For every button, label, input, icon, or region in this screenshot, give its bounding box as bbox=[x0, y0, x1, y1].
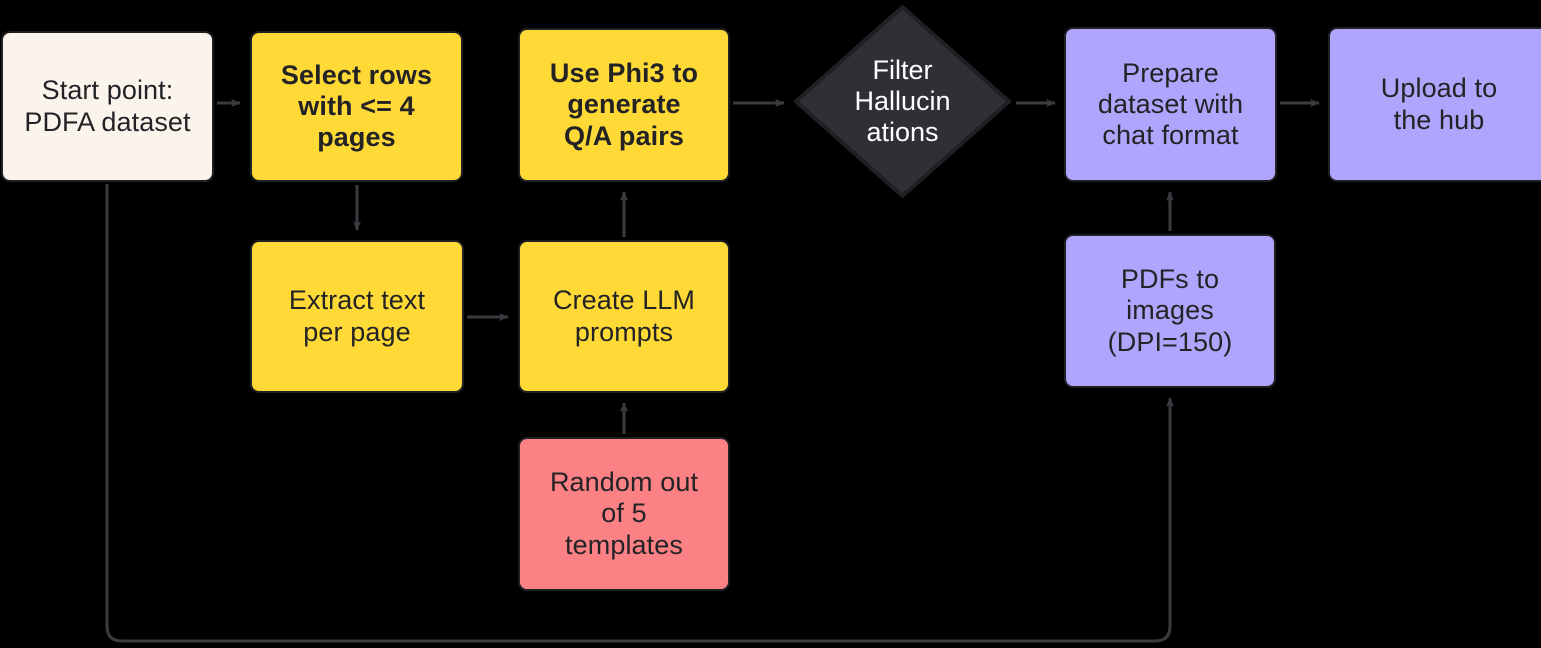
node-label: Start point: PDFA dataset bbox=[24, 75, 191, 137]
node-select-rows[interactable]: Select rows with <= 4 pages bbox=[250, 31, 463, 182]
node-create-llm-prompts[interactable]: Create LLM prompts bbox=[518, 240, 730, 393]
node-label: Prepare dataset with chat format bbox=[1097, 57, 1244, 151]
node-pdfs-to-images[interactable]: PDFs to images (DPI=150) bbox=[1064, 234, 1276, 388]
node-filter-hallucinations[interactable]: Filter Hallucin ations bbox=[792, 3, 1013, 200]
node-label: Select rows with <= 4 pages bbox=[280, 59, 433, 153]
node-start-point[interactable]: Start point: PDFA dataset bbox=[1, 31, 214, 182]
node-label: Create LLM prompts bbox=[552, 285, 696, 347]
node-label: Use Phi3 to generate Q/A pairs bbox=[549, 58, 699, 151]
node-extract-text[interactable]: Extract text per page bbox=[250, 240, 464, 393]
node-prepare-dataset[interactable]: Prepare dataset with chat format bbox=[1064, 27, 1277, 182]
node-upload-to-hub[interactable]: Upload to the hub bbox=[1328, 27, 1541, 182]
node-use-phi3[interactable]: Use Phi3 to generate Q/A pairs bbox=[518, 28, 730, 182]
node-label: Upload to the hub bbox=[1380, 73, 1498, 135]
node-random-templates[interactable]: Random out of 5 templates bbox=[518, 437, 730, 591]
node-label: Extract text per page bbox=[288, 285, 426, 347]
node-label: Filter Hallucin ations bbox=[854, 54, 951, 148]
node-label: PDFs to images (DPI=150) bbox=[1107, 264, 1233, 357]
node-label: Random out of 5 templates bbox=[549, 467, 699, 560]
